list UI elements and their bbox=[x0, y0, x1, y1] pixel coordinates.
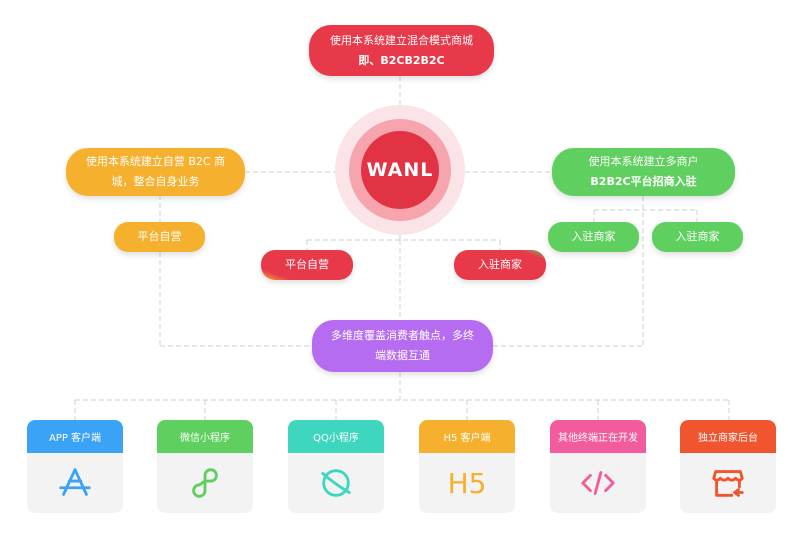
center-left-label: 平台自营 bbox=[285, 258, 329, 271]
left-sub-label: 平台自营 bbox=[137, 230, 182, 243]
right-sub-merchant-a: 入驻商家 bbox=[548, 222, 639, 252]
terminal-other: 其他终端正在开发 bbox=[550, 420, 646, 513]
terminal-h5-header: H5 客户端 bbox=[419, 420, 515, 453]
terminal-other-header: 其他终端正在开发 bbox=[550, 420, 646, 453]
terminal-qq-header: QQ小程序 bbox=[288, 420, 384, 453]
middle-node-line2: 端数据互通 bbox=[375, 349, 430, 362]
shop-icon bbox=[712, 470, 744, 497]
terminal-qq: QQ小程序 bbox=[288, 420, 384, 513]
terminal-app-label: APP 客户端 bbox=[48, 433, 102, 444]
terminal-wechat: 微信小程序 bbox=[157, 420, 253, 513]
terminal-h5: H5 客户端 H5 bbox=[419, 420, 515, 513]
right-node-line1: 使用本系统建立多商户 bbox=[588, 155, 699, 168]
left-node-b2c: 使用本系统建立自营 B2C 商 城，整合自身业务 bbox=[66, 148, 245, 196]
wanl-hub: WANL bbox=[335, 105, 465, 235]
center-right-label: 入驻商家 bbox=[478, 258, 522, 271]
terminal-wechat-header: 微信小程序 bbox=[157, 420, 253, 453]
right-sub-b-label: 入驻商家 bbox=[675, 230, 720, 243]
terminal-other-label: 其他终端正在开发 bbox=[558, 433, 638, 444]
top-node-line1: 使用本系统建立混合模式商城 bbox=[330, 33, 473, 47]
terminal-merchant-backend: 独立商家后台 bbox=[680, 420, 776, 513]
center-left-self-operated: 平台自营 bbox=[261, 250, 353, 280]
planet-icon bbox=[321, 469, 351, 497]
terminal-merchant-label: 独立商家后台 bbox=[698, 433, 758, 444]
h5-icon: H5 bbox=[447, 466, 487, 500]
terminal-merchant-header: 独立商家后台 bbox=[680, 420, 776, 453]
terminal-app: APP 客户端 bbox=[27, 420, 123, 513]
mini-program-icon bbox=[192, 468, 218, 498]
right-sub-merchant-b: 入驻商家 bbox=[652, 222, 743, 252]
terminal-qq-label: QQ小程序 bbox=[313, 433, 359, 444]
terminal-app-header: APP 客户端 bbox=[27, 420, 123, 453]
middle-node-line1: 多维度覆盖消费者触点，多终 bbox=[331, 329, 474, 342]
terminal-wechat-label: 微信小程序 bbox=[180, 433, 230, 444]
top-node-line2: 即、B2CB2B2C bbox=[358, 53, 445, 67]
app-store-icon bbox=[59, 468, 91, 496]
left-node-line1: 使用本系统建立自营 B2C 商 bbox=[85, 155, 226, 168]
center-right-merchant: 入驻商家 bbox=[454, 250, 546, 280]
right-node-b2b2c: 使用本系统建立多商户 B2B2C平台招商入驻 bbox=[552, 148, 735, 196]
right-node-line2: B2B2C平台招商入驻 bbox=[590, 175, 697, 188]
terminal-h5-label: H5 客户端 bbox=[443, 433, 491, 444]
left-sub-self-operated: 平台自营 bbox=[114, 222, 205, 252]
top-node-mixed-mall: 使用本系统建立混合模式商城 即、B2CB2B2C bbox=[309, 25, 494, 76]
middle-node-multi-terminal: 多维度覆盖消费者触点，多终 端数据互通 bbox=[312, 320, 493, 372]
wanl-logo: WANL bbox=[361, 131, 439, 209]
code-icon bbox=[581, 471, 615, 495]
left-node-line2: 城，整合自身业务 bbox=[111, 175, 200, 188]
right-sub-a-label: 入驻商家 bbox=[571, 230, 616, 243]
